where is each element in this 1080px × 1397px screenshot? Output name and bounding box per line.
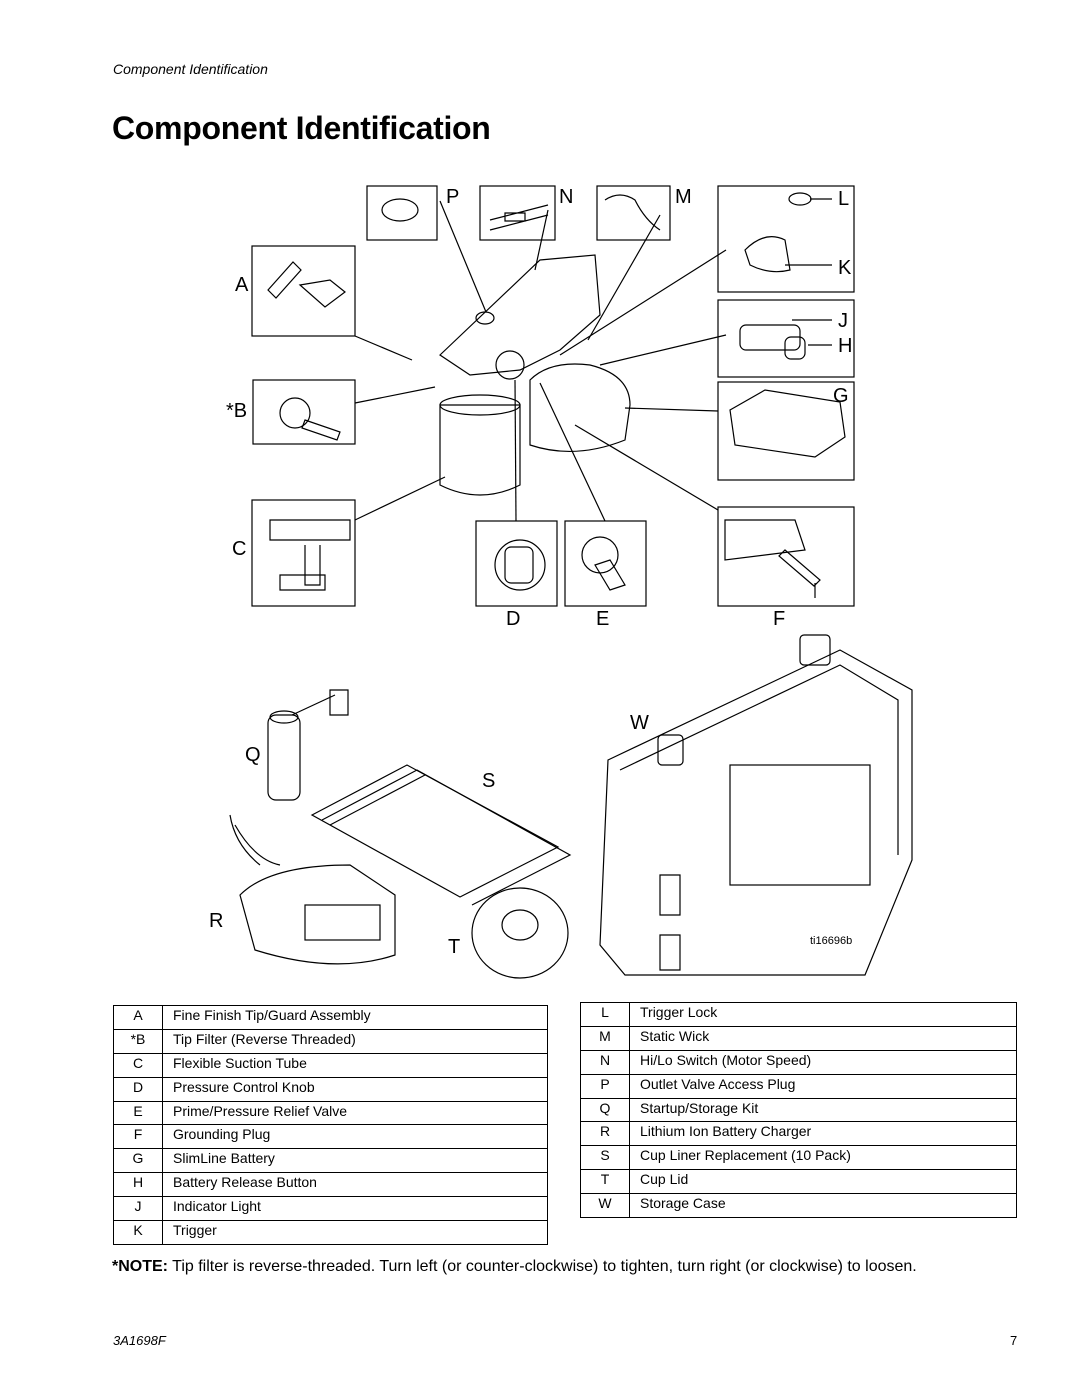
detail-box-d	[475, 520, 558, 607]
detail-box-g	[717, 381, 855, 481]
component-illustration	[229, 185, 913, 979]
callout-t: T	[448, 936, 461, 958]
detail-box-b	[252, 379, 356, 445]
callout-g: G	[833, 385, 849, 407]
detail-box-e	[564, 520, 647, 607]
callout-j: J	[838, 310, 848, 332]
detail-box-p	[366, 185, 438, 241]
callout-q: Q	[245, 744, 261, 766]
detail-box-a	[251, 245, 356, 337]
running-head: Component Identification	[113, 61, 268, 77]
callout-k: K	[838, 257, 852, 279]
reverse-thread-note: *NOTE: Tip filter is reverse-threaded. T…	[112, 1258, 917, 1276]
document-number: 3A1698F	[113, 1333, 166, 1348]
sprayer-body	[439, 254, 601, 376]
detail-box-jh	[717, 299, 855, 378]
cup-liners	[310, 764, 560, 898]
callout-s: S	[482, 770, 496, 792]
callout-n: N	[559, 186, 574, 208]
callout-f: F	[773, 608, 786, 630]
callout-d: D	[506, 608, 521, 630]
component-figure: P N M L K A J H G *B C D E F W Q S R T t…	[0, 175, 1080, 995]
kit-bottle	[267, 714, 301, 801]
callout-m: M	[675, 186, 692, 208]
callout-h: H	[838, 335, 853, 357]
callout-l: L	[838, 188, 850, 210]
note-text: Tip filter is reverse-threaded. Turn lef…	[168, 1258, 917, 1275]
detail-box-m	[596, 185, 671, 241]
detail-box-c	[251, 499, 356, 607]
charger	[239, 864, 396, 965]
detail-box-lk	[717, 185, 855, 293]
callout-a: A	[235, 274, 249, 296]
detail-box-f	[717, 506, 855, 607]
callout-p: P	[446, 186, 460, 208]
storage-case	[599, 649, 913, 976]
page-title: Component Identification	[112, 110, 491, 146]
figure-id: ti16696b	[810, 935, 853, 947]
cup-lid	[471, 887, 569, 979]
callout-c: C	[232, 538, 247, 560]
callout-w: W	[630, 712, 649, 734]
callout-b: *B	[226, 400, 248, 422]
callout-e: E	[596, 608, 610, 630]
page-number: 7	[1010, 1333, 1018, 1348]
callout-r: R	[209, 910, 224, 932]
detail-box-n	[479, 185, 556, 241]
note-label: *NOTE:	[112, 1258, 168, 1275]
